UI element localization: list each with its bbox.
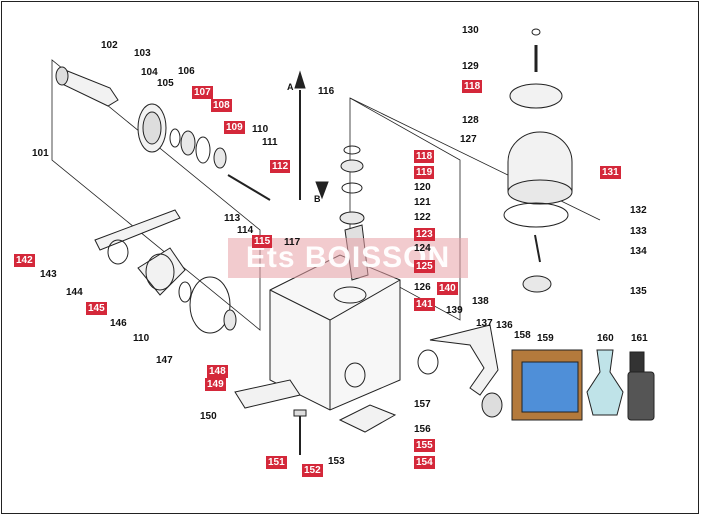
part-label-136: 136	[496, 320, 513, 331]
part-label-120: 120	[414, 182, 431, 193]
part-label-138: 138	[472, 296, 489, 307]
part-label-121: 121	[414, 197, 431, 208]
part-label-118: 118	[462, 80, 483, 93]
part-label-107: 107	[192, 86, 213, 99]
part-label-134: 134	[630, 246, 647, 257]
part-label-112: 112	[270, 160, 291, 173]
part-label-125: 125	[414, 260, 435, 273]
part-label-152: 152	[302, 464, 323, 477]
part-label-157: 157	[414, 399, 431, 410]
part-label-147: 147	[156, 355, 173, 366]
part-label-115: 115	[252, 235, 273, 248]
part-label-142: 142	[14, 254, 35, 267]
part-label-128: 128	[462, 115, 479, 126]
part-label-101: 101	[32, 148, 49, 159]
part-label-133: 133	[630, 226, 647, 237]
part-label-156: 156	[414, 424, 431, 435]
part-label-124: 124	[414, 243, 431, 254]
part-label-129: 129	[462, 61, 479, 72]
part-label-161: 161	[631, 333, 648, 344]
part-label-109: 109	[224, 121, 245, 134]
part-label-145: 145	[86, 302, 107, 315]
part-label-154: 154	[414, 456, 435, 469]
part-label-103: 103	[134, 48, 151, 59]
part-label-106: 106	[178, 66, 195, 77]
part-label-160: 160	[597, 333, 614, 344]
part-label-110: 110	[252, 124, 269, 135]
direction-label-b: B	[314, 194, 321, 204]
part-label-146: 146	[110, 318, 127, 329]
part-label-123: 123	[414, 228, 435, 241]
part-label-131: 131	[600, 166, 621, 179]
part-label-105: 105	[157, 78, 174, 89]
part-label-104: 104	[141, 67, 158, 78]
part-label-140: 140	[437, 282, 458, 295]
part-label-137: 137	[476, 318, 493, 329]
part-label-111: 111	[262, 137, 278, 148]
part-label-132: 132	[630, 205, 647, 216]
part-label-117: 117	[284, 237, 301, 248]
part-label-113: 113	[224, 213, 241, 224]
part-label-148: 148	[207, 365, 228, 378]
part-label-139: 139	[446, 305, 463, 316]
part-label-143: 143	[40, 269, 57, 280]
part-label-118: 118	[414, 150, 435, 163]
part-label-153: 153	[328, 456, 345, 467]
part-label-141: 141	[414, 298, 435, 311]
part-label-127: 127	[460, 134, 477, 145]
part-label-119: 119	[414, 166, 435, 179]
part-label-158: 158	[514, 330, 531, 341]
part-label-149: 149	[205, 378, 226, 391]
part-label-155: 155	[414, 439, 435, 452]
part-label-159: 159	[537, 333, 554, 344]
part-label-110: 110	[133, 333, 150, 344]
part-label-116: 116	[318, 86, 335, 97]
part-label-114: 114	[237, 225, 254, 236]
part-label-151: 151	[266, 456, 287, 469]
part-label-144: 144	[66, 287, 83, 298]
part-label-130: 130	[462, 25, 479, 36]
part-label-150: 150	[200, 411, 217, 422]
part-label-122: 122	[414, 212, 431, 223]
part-label-102: 102	[101, 40, 118, 51]
part-label-126: 126	[414, 282, 431, 293]
part-label-108: 108	[211, 99, 232, 112]
direction-label-a: A	[287, 82, 294, 92]
part-label-135: 135	[630, 286, 647, 297]
